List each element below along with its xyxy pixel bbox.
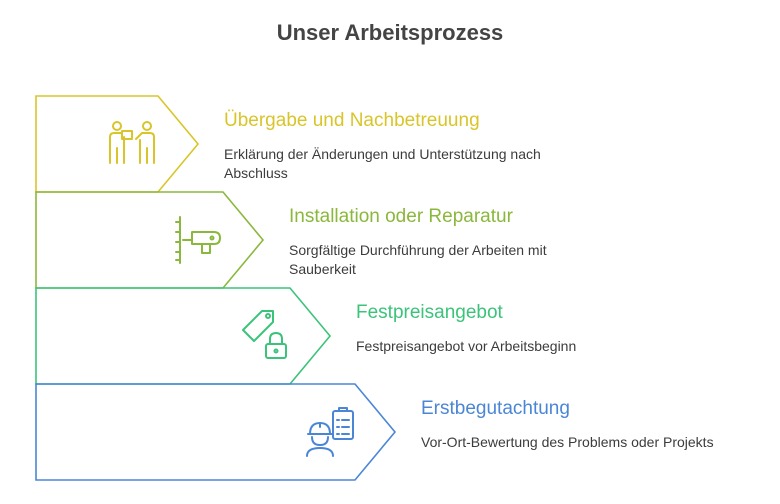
page-title: Unser Arbeitsprozess — [276, 20, 504, 45]
step-3-description: Festpreisangebot vor Arbeitsbeginn — [356, 338, 577, 354]
step-4-title: Erstbegutachtung — [421, 398, 570, 419]
step-2-arrow — [35, 191, 265, 289]
drill-icon — [175, 216, 221, 264]
step-4-arrow — [35, 383, 397, 481]
price-tag-lock-icon — [242, 310, 287, 359]
step-1-description: Erklärung der Änderungen und Unterstützu… — [224, 146, 541, 181]
step-3-arrow — [35, 287, 332, 385]
step-3-title: Festpreisangebot — [356, 302, 503, 323]
step-4-description: Vor-Ort-Bewertung des Problems oder Proj… — [421, 434, 714, 450]
handover-people-icon — [109, 121, 155, 164]
step-1-arrow — [35, 95, 200, 193]
inspector-clipboard-icon — [306, 407, 354, 457]
step-2-title: Installation oder Reparatur — [289, 206, 513, 227]
step-2-description: Sorgfältige Durchführung der Arbeiten mi… — [289, 242, 547, 277]
step-1-title: Übergabe und Nachbetreuung — [224, 110, 480, 131]
